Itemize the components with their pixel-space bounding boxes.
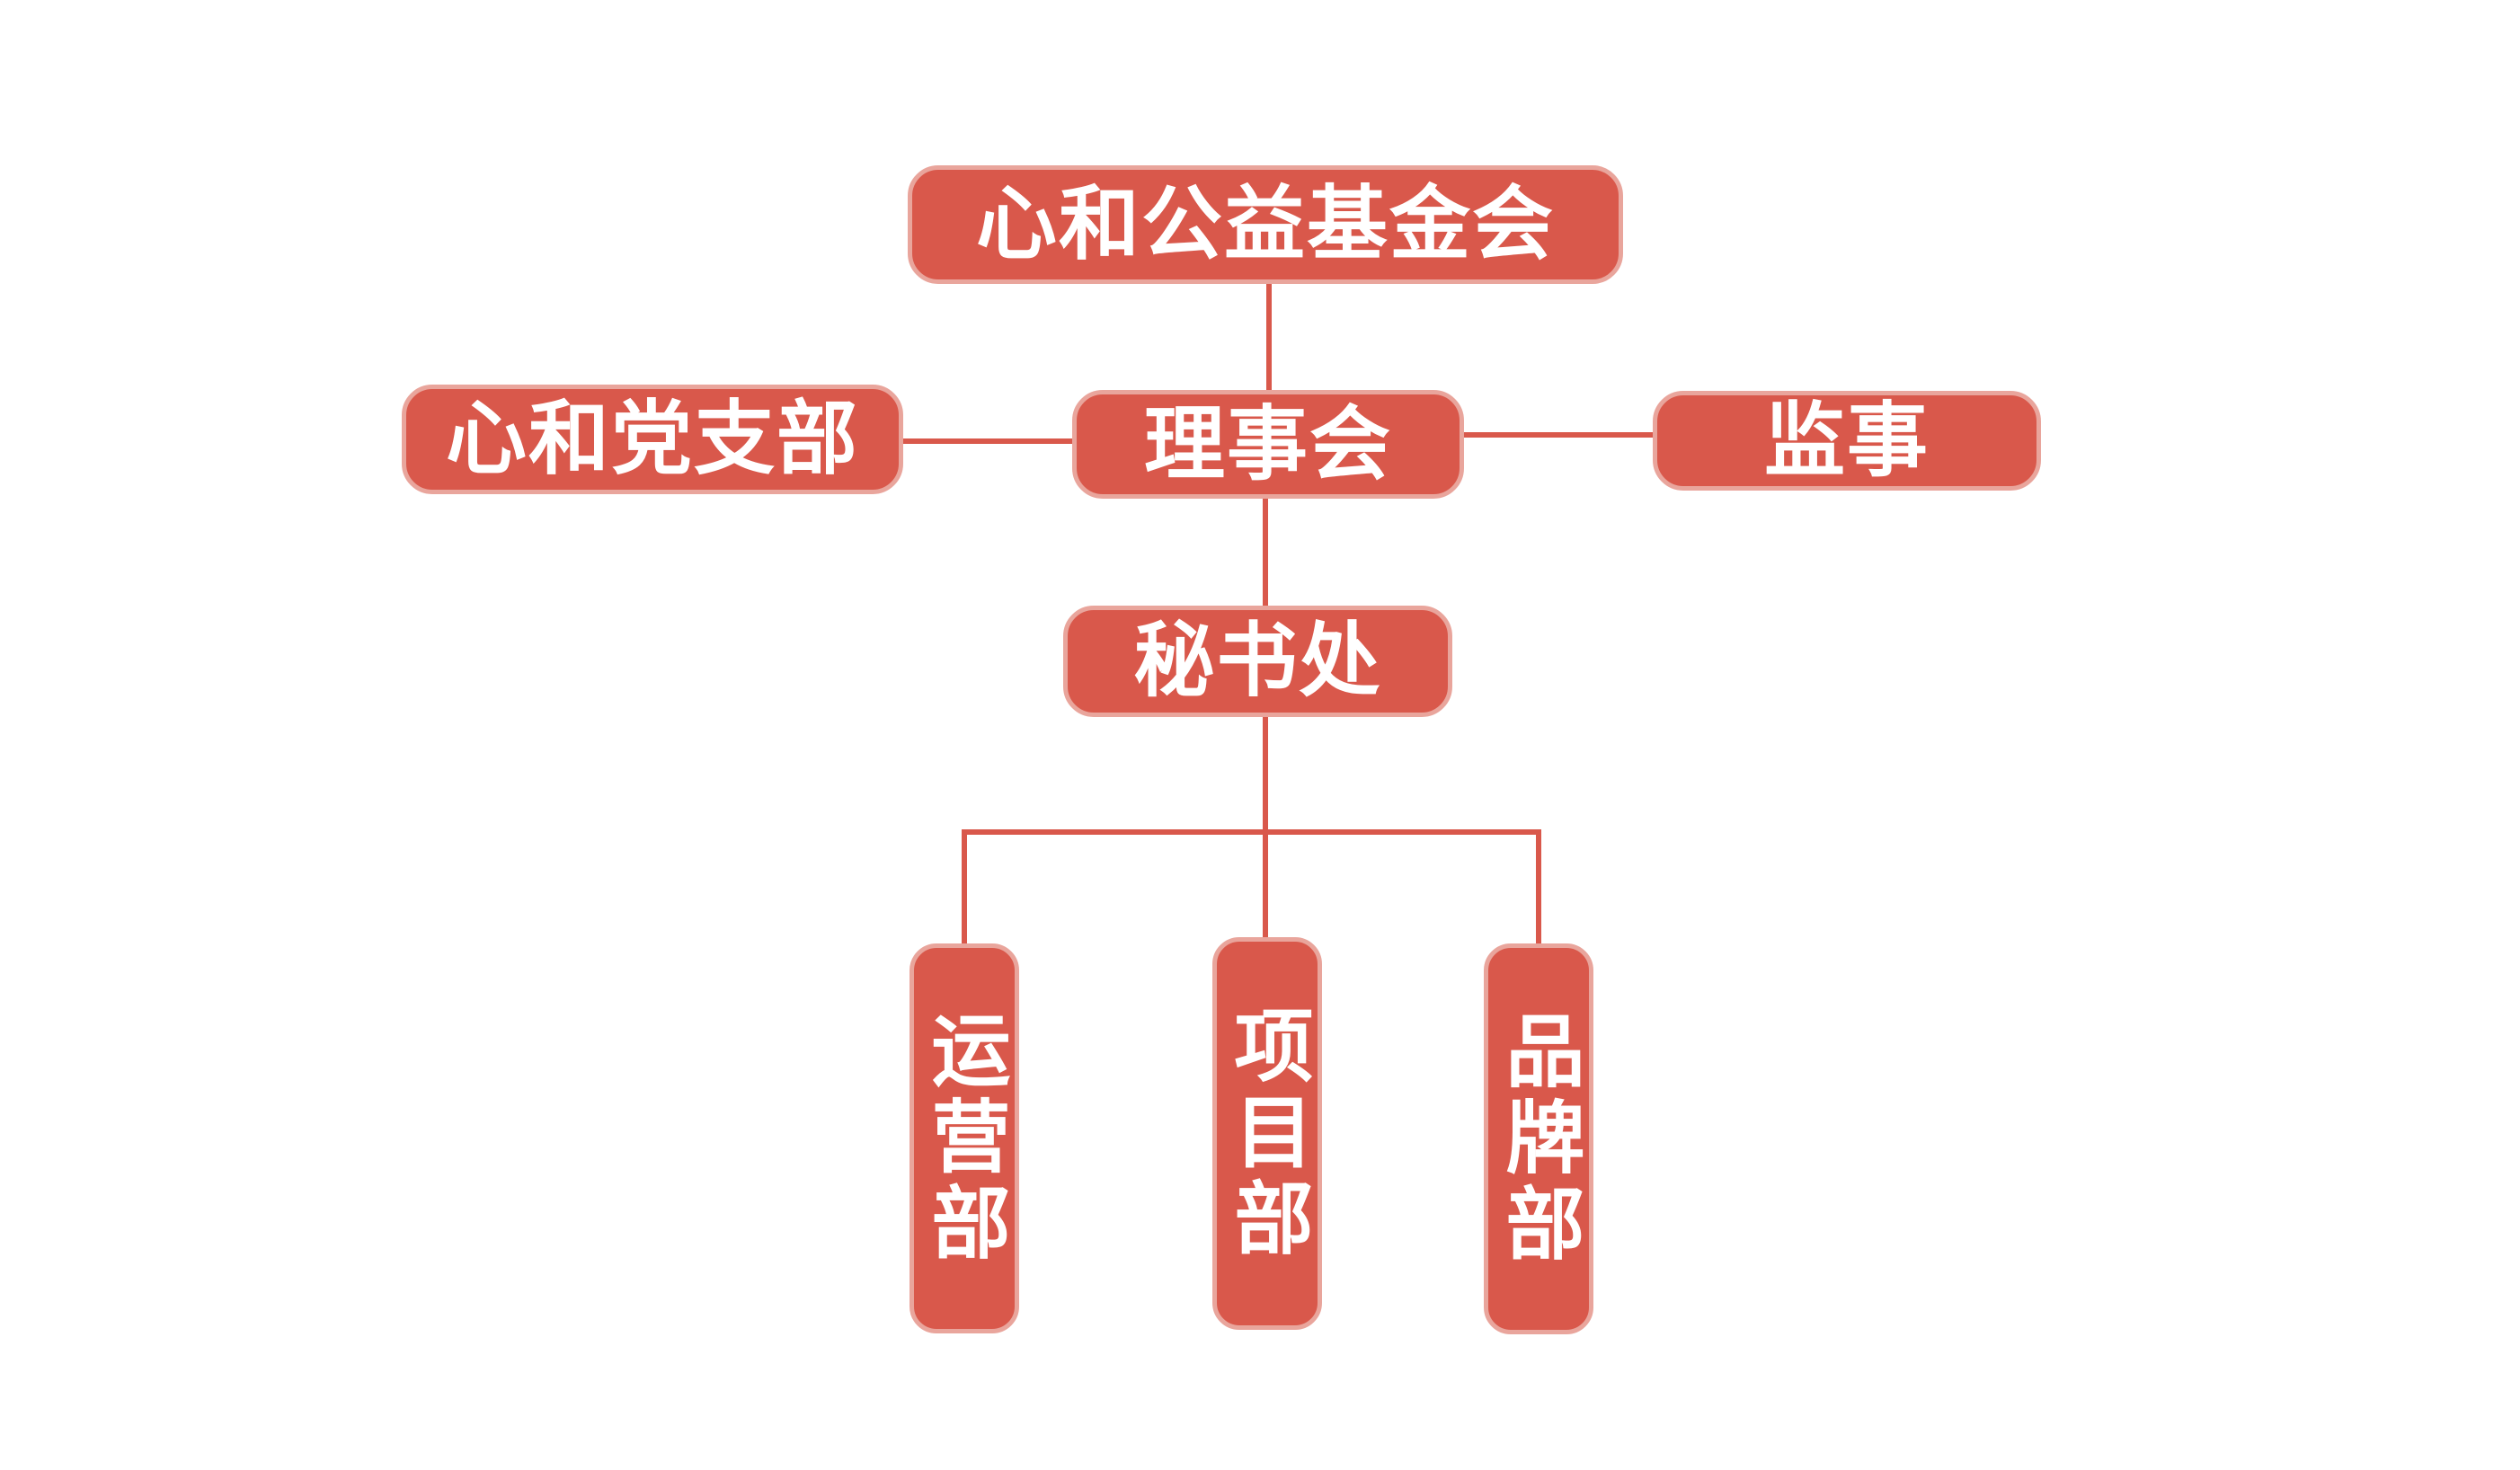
projects-dept-node: 项目部 (1212, 937, 1322, 1330)
projects-dept-label: 项目部 (1221, 1004, 1314, 1263)
party-branch-node: 心和党支部 (402, 385, 903, 494)
operations-dept-label: 运营部 (918, 1009, 1011, 1268)
board-node: 理事会 (1072, 390, 1464, 499)
root-node-foundation: 心和公益基金会 (908, 165, 1623, 284)
root-node-label: 心和公益基金会 (976, 177, 1555, 271)
secretariat-label: 秘书处 (1133, 614, 1382, 708)
brand-dept-label: 品牌部 (1493, 1009, 1585, 1269)
brand-dept-node: 品牌部 (1484, 943, 1593, 1334)
board-label: 理事会 (1144, 396, 1392, 491)
party-branch-label: 心和党支部 (446, 392, 859, 486)
secretariat-node: 秘书处 (1063, 606, 1452, 717)
supervisor-node: 监事 (1653, 391, 2041, 491)
operations-dept-node: 运营部 (910, 943, 1019, 1333)
supervisor-label: 监事 (1764, 393, 1930, 488)
